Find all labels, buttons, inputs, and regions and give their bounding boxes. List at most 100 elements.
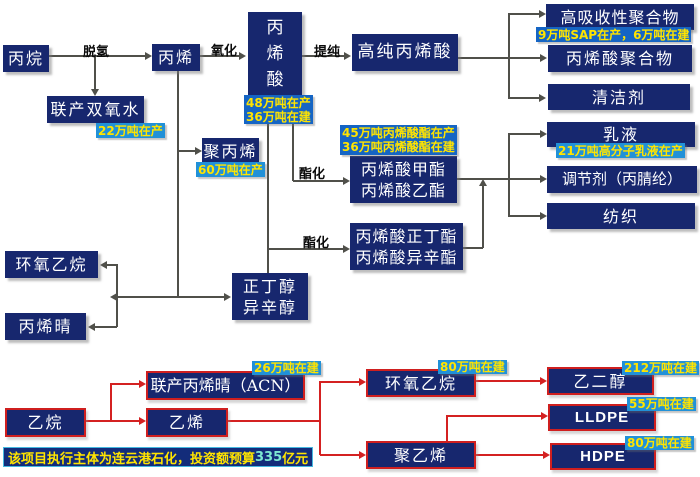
node-label: HDPE	[580, 448, 626, 465]
connector-line	[472, 380, 540, 382]
arrowhead	[543, 451, 550, 459]
node-acrylic-acid: 丙 烯 酸	[248, 12, 302, 95]
connector-line	[509, 215, 540, 217]
node-high-purity-acrylic-acid: 高纯丙烯酸	[352, 34, 458, 71]
node-label: 聚丙烯	[203, 141, 258, 161]
arrowhead	[343, 177, 350, 185]
node-label: 乙烷	[27, 413, 64, 432]
label-esterification-2: 酯化	[303, 236, 330, 251]
connector-line	[117, 296, 224, 298]
node-label: LLDPE	[574, 409, 630, 426]
node-label: 联产双氧水	[50, 100, 141, 119]
capacity-text: 212万吨在建	[624, 361, 698, 375]
arrowhead	[359, 378, 366, 386]
capacity-text: 80万吨在建	[627, 436, 692, 450]
label-purification: 提纯	[314, 45, 341, 60]
node-butanol-octanol: 正丁醇 异辛醇	[232, 273, 308, 320]
connector-line	[508, 133, 510, 217]
connector-line	[267, 124, 269, 273]
node-propane: 丙烷	[3, 45, 49, 72]
capacity-text: 21万吨高分子乳液在产	[558, 143, 683, 158]
arrowhead	[343, 245, 350, 253]
capacity-esters: 45万吨丙烯酸酯在产 36万吨丙烯酸酯在建	[340, 125, 457, 155]
capacity-text: 60万吨在产	[198, 162, 263, 177]
node-acrylonitrile-left: 丙烯晴	[5, 313, 86, 340]
connector-line	[111, 420, 139, 422]
arrowhead	[359, 451, 366, 459]
connector-line	[458, 57, 509, 59]
capacity-text: 36万吨在建	[246, 109, 311, 124]
capacity-emulsion: 21万吨高分子乳液在产	[556, 143, 685, 158]
capacity-text: 80万吨在建	[440, 360, 505, 374]
arrowhead	[239, 52, 246, 60]
node-label: 清洁剂	[591, 87, 646, 107]
connector-line	[508, 13, 510, 99]
connector-line	[225, 420, 320, 422]
connector-line	[320, 381, 359, 383]
note-text: 该项目执行主体为连云港石化，投资额预算	[8, 451, 256, 467]
node-label: 乳液	[602, 125, 639, 144]
arrowhead	[100, 261, 107, 269]
capacity-text: 26万吨在建	[254, 361, 319, 375]
node-label: 正丁醇	[242, 276, 297, 296]
node-regulator: 调节剂（丙腈纶）	[547, 166, 697, 193]
arrowhead	[540, 377, 547, 385]
capacity-lldpe: 55万吨在建	[627, 397, 696, 411]
node-label: 丙烯酸乙酯	[360, 180, 446, 200]
capacity-h2o2: 22万吨在产	[96, 123, 165, 138]
arrowhead	[91, 89, 99, 96]
node-label: 异辛醇	[242, 297, 297, 317]
node-label: 高吸收性聚合物	[560, 7, 680, 27]
connector-line	[482, 186, 484, 248]
node-detergent: 清洁剂	[548, 84, 690, 110]
capacity-acrylic-acid: 48万吨在产 36万吨在建	[244, 95, 313, 124]
connector-line	[446, 415, 448, 441]
node-methyl-ethyl-acrylate: 丙烯酸甲酯 丙烯酸乙酯	[350, 156, 457, 203]
connector-line	[107, 264, 117, 266]
capacity-text: 48万吨在产	[246, 95, 311, 110]
node-label: 丙烯	[157, 48, 194, 67]
connector-line	[293, 180, 343, 182]
connector-line	[509, 57, 540, 59]
capacity-text: 45万吨丙烯酸酯在产	[342, 126, 455, 140]
node-polyethylene: 聚乙烯	[366, 441, 476, 469]
node-label: 酸	[266, 69, 284, 90]
node-label: 聚乙烯	[393, 445, 448, 465]
node-label: 环氧乙烷	[15, 255, 88, 274]
node-sap-polymer: 高吸收性聚合物	[546, 4, 694, 30]
arrowhead	[541, 412, 548, 420]
arrowhead	[540, 212, 547, 220]
node-label: 丙烯酸甲酯	[360, 159, 446, 179]
node-emulsion: 乳液	[547, 122, 695, 147]
node-textile: 纺织	[547, 203, 695, 229]
label-oxidation: 氧化	[211, 44, 238, 59]
arrowhead	[139, 380, 146, 388]
node-label: 环氧乙烷	[384, 373, 457, 393]
node-meg: 乙二醇	[547, 367, 654, 395]
arrowhead	[344, 52, 351, 60]
connector-line	[509, 133, 540, 135]
connector-line	[83, 420, 111, 422]
arrowhead	[139, 417, 146, 425]
node-label: 丙	[266, 17, 284, 38]
note-amount: 335	[255, 449, 283, 465]
node-label: 烯	[266, 43, 284, 64]
capacity-sap: 9万吨SAP在产，6万吨在建	[536, 27, 692, 42]
node-label: 乙二醇	[573, 371, 628, 391]
connector-line	[94, 56, 96, 89]
capacity-text: 55万吨在建	[629, 397, 694, 411]
node-polypropylene: 聚丙烯	[202, 138, 259, 164]
node-propylene: 丙烯	[152, 44, 200, 71]
capacity-acn: 26万吨在建	[252, 361, 321, 375]
arrowhead	[540, 54, 547, 62]
arrowhead	[195, 147, 202, 155]
node-butyl-octyl-acrylate: 丙烯酸正丁酯 丙烯酸异辛酯	[350, 223, 463, 270]
node-acrylic-polymer: 丙烯酸聚合物	[548, 45, 692, 72]
capacity-text: 36万吨丙烯酸酯在建	[342, 140, 455, 154]
connector-line	[302, 55, 344, 57]
arrowhead	[110, 293, 117, 301]
connector-line	[509, 178, 540, 180]
arrowhead	[540, 130, 547, 138]
